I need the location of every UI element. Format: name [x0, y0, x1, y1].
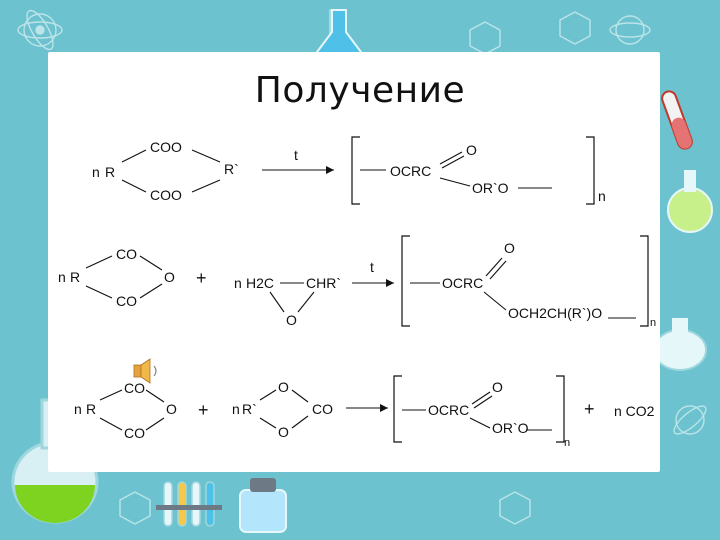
r2-bracket-left: [401, 235, 410, 327]
r1-product-ocrc: OCRC: [390, 163, 431, 179]
r3-double-bond: [473, 395, 493, 409]
r3-byproduct: n CO2: [614, 403, 655, 419]
r1-bond: [191, 149, 221, 163]
r2-co-top: CO: [116, 246, 137, 262]
r3-co-top: CO: [124, 380, 145, 396]
r1-repeat: n: [598, 188, 606, 204]
r3-coefficient: n: [74, 401, 82, 417]
r3-bond: [259, 389, 277, 401]
r1-double-bond: [439, 151, 463, 165]
r3-repeat: n: [564, 437, 570, 449]
r2-epoxide-o: O: [286, 312, 297, 328]
green-flask-illustration: [667, 170, 713, 233]
r3-carbonate-r: R`: [242, 401, 257, 417]
r3-bond: [291, 415, 309, 429]
r2-coefficient: n: [58, 269, 66, 285]
r1-coo-top: COO: [150, 139, 182, 155]
r2-double-bond: [489, 260, 507, 280]
h2so4-flask-illustration: [653, 318, 707, 371]
r1-coefficient: n: [92, 164, 100, 180]
r3-bond: [99, 389, 123, 401]
r3-carbonate-o-bottom: O: [278, 424, 289, 440]
r3-carbonate-n: n: [232, 401, 240, 417]
r2-arrow-head: [386, 279, 394, 287]
r1-bond: [121, 149, 147, 163]
r1-product-or: OR`O: [472, 180, 509, 196]
r2-product-ocrc: OCRC: [442, 275, 483, 291]
r2-bond: [297, 291, 315, 313]
r3-plus-1: +: [198, 400, 209, 420]
r3-bond: [259, 417, 277, 429]
r2-bond: [483, 291, 507, 311]
speaker-icon[interactable]: [133, 358, 157, 384]
r1-r-prime: R`: [224, 161, 239, 177]
r3-bond: [145, 417, 165, 431]
r3-arrow-head: [380, 404, 388, 412]
slide-title: Получение: [254, 70, 466, 111]
r2-co-bottom: CO: [116, 293, 137, 309]
r3-product-ocrc: OCRC: [428, 402, 469, 418]
r1-coo-bottom: COO: [150, 187, 182, 203]
r2-product-o: O: [504, 240, 515, 256]
r3-bond: [291, 389, 309, 403]
r2-product-tail: OCH2CH(R`)O: [508, 305, 602, 321]
r1-bracket-left: [351, 136, 360, 205]
r1-bond: [191, 179, 221, 193]
r2-condition: t: [370, 259, 374, 275]
r1-double-bond: [441, 155, 465, 169]
r3-reactant-r: R: [86, 401, 96, 417]
r2-epoxide-h2c: H2C: [246, 275, 274, 291]
r3-ring-o: O: [166, 401, 177, 417]
r3-bond: [99, 417, 123, 431]
r2-ring-o: O: [164, 269, 175, 285]
r3-carbonate-co: CO: [312, 401, 333, 417]
r3-bond: [469, 417, 491, 429]
r1-arrow-head: [326, 166, 334, 174]
r3-bracket-right: [556, 375, 565, 443]
r1-bracket-right: [586, 136, 595, 205]
r2-epoxide-chr: CHR`: [306, 275, 341, 291]
reaction-2: n R CO CO O + n H2C CHR` O t OCRC O OCH2…: [58, 235, 656, 329]
r2-bond: [85, 285, 113, 299]
r2-bond: [269, 291, 285, 313]
r3-co-bottom: CO: [124, 425, 145, 441]
r3-product-or: OR`O: [492, 420, 529, 436]
r1-reactant-r: R: [105, 164, 115, 180]
r2-bond: [139, 255, 163, 271]
hg-bottle-illustration: [239, 478, 287, 533]
red-tube-illustration: [661, 90, 693, 150]
reaction-3: n R CO CO O + n R` O O CO OCRC O OR`O n …: [74, 375, 655, 449]
r3-double-bond: [471, 391, 491, 405]
test-tubes-illustration: [156, 481, 222, 527]
r2-bracket-right: [640, 235, 649, 327]
r2-bond: [139, 283, 163, 299]
r1-product-o: O: [466, 142, 477, 158]
r2-repeat: n: [650, 317, 656, 329]
r2-bond: [85, 255, 113, 269]
r3-product-o: O: [492, 379, 503, 395]
r2-double-bond: [485, 257, 503, 277]
r2-epoxide-n: n: [234, 275, 242, 291]
r1-bond: [439, 177, 471, 187]
reaction-1: n R COO COO R` t OCRC O OR`O n: [92, 136, 606, 205]
r2-reactant-r: R: [70, 269, 80, 285]
r3-plus-2: +: [584, 399, 595, 419]
r2-plus: +: [196, 268, 207, 288]
r1-condition: t: [294, 147, 298, 163]
r1-bond: [121, 179, 147, 193]
r3-bond: [145, 389, 165, 403]
r3-carbonate-o-top: O: [278, 379, 289, 395]
r3-bracket-left: [393, 375, 402, 443]
